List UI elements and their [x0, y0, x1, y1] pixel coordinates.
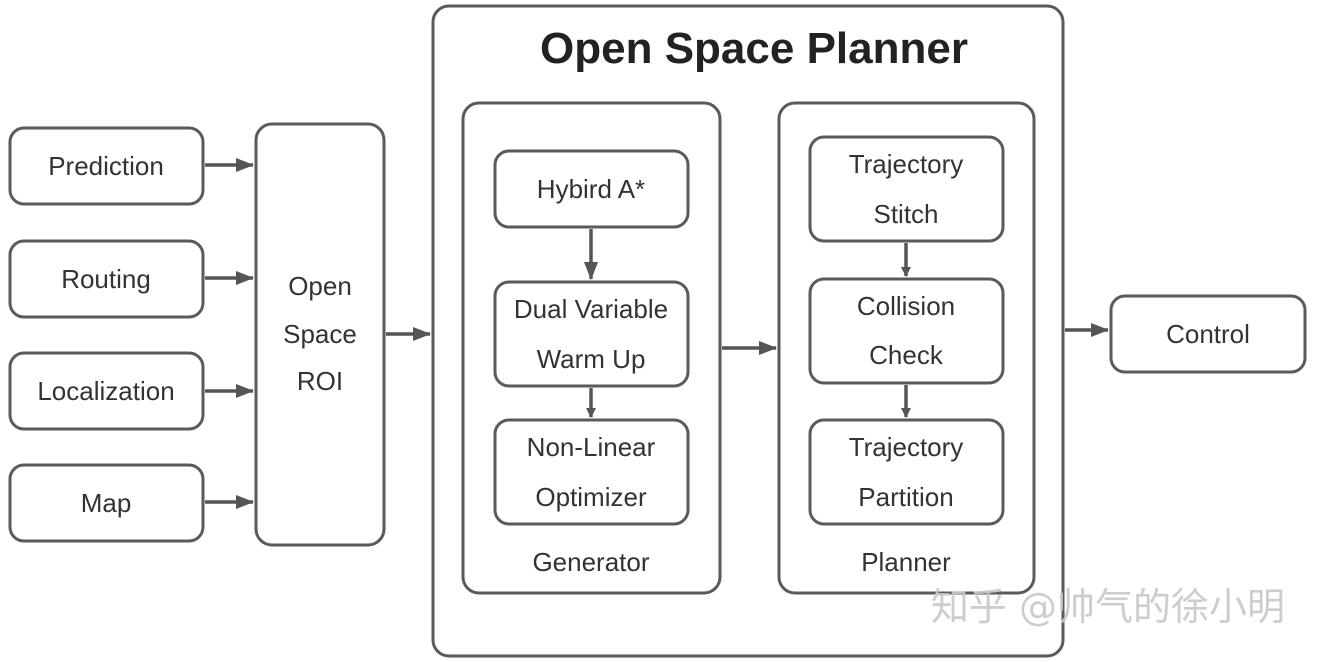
nonlinear-label-line1: Non-Linear [527, 432, 656, 462]
trajectory-partition-label-line1: Trajectory [849, 432, 964, 462]
roi-label-line1: Open [288, 271, 352, 301]
open-space-planner-title: Open Space Planner [540, 24, 968, 73]
trajectory-partition-label-line2: Partition [858, 482, 953, 512]
nonlinear-optimizer-node: Non-Linear Optimizer [493, 418, 690, 526]
routing-label: Routing [61, 264, 151, 294]
dual-variable-node: Dual Variable Warm Up [493, 280, 690, 388]
hybrid-a-star-node: Hybird A* [493, 149, 690, 229]
nonlinear-label-line2: Optimizer [535, 482, 647, 512]
localization-label: Localization [37, 376, 174, 406]
roi-label-line3: ROI [297, 366, 343, 396]
map-node: Map [8, 463, 205, 543]
open-space-roi-node: Open Space ROI [254, 122, 386, 547]
routing-node: Routing [8, 239, 205, 319]
roi-label-line2: Space [283, 319, 357, 349]
dual-variable-label-line1: Dual Variable [514, 294, 668, 324]
trajectory-partition-node: Trajectory Partition [808, 418, 1005, 526]
trajectory-stitch-node: Trajectory Stitch [808, 135, 1005, 243]
planner-group: Planner Trajectory Stitch Collision Chec… [777, 101, 1036, 595]
planner-label: Planner [861, 547, 951, 577]
generator-group: Generator Hybird A* Dual Variable Warm U… [461, 101, 722, 595]
watermark-text: 知乎 @帅气的徐小明 [931, 585, 1285, 629]
collision-check-label-line1: Collision [857, 291, 955, 321]
control-node: Control [1109, 294, 1307, 374]
control-label: Control [1166, 319, 1250, 349]
prediction-node: Prediction [8, 126, 205, 206]
trajectory-stitch-label-line1: Trajectory [849, 149, 964, 179]
localization-node: Localization [8, 351, 205, 431]
collision-check-label-line2: Check [869, 340, 944, 370]
prediction-label: Prediction [48, 151, 164, 181]
hybrid-a-star-label: Hybird A* [537, 174, 645, 204]
collision-check-node: Collision Check [808, 277, 1005, 385]
dual-variable-label-line2: Warm Up [537, 344, 646, 374]
map-label: Map [81, 488, 132, 518]
trajectory-stitch-label-line2: Stitch [873, 199, 938, 229]
generator-label: Generator [532, 547, 649, 577]
